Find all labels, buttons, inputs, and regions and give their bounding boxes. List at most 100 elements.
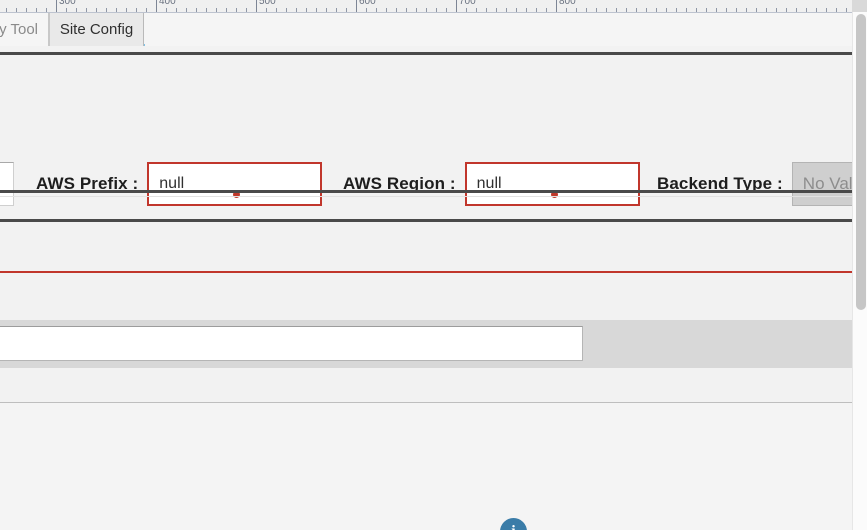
aws-region-label: AWS Region : (343, 174, 456, 193)
ruler-major-tick (156, 0, 157, 12)
ruler-minor-tick (166, 8, 167, 12)
ruler-minor-tick (16, 8, 17, 12)
ruler-minor-tick (596, 8, 597, 12)
ruler-minor-tick (746, 8, 747, 12)
ruler-minor-tick (736, 8, 737, 12)
tab-query-tool[interactable]: y Tool (0, 13, 49, 46)
ruler-minor-tick (366, 8, 367, 12)
ruler-minor-tick (176, 8, 177, 12)
ruler-minor-tick (296, 8, 297, 12)
config-form-row: AWS Prefix : null AWS Region : null Back… (0, 107, 867, 230)
ruler-minor-tick (676, 8, 677, 12)
field-group-aws-prefix: AWS Prefix : null (36, 162, 323, 206)
aws-prefix-value: null (159, 175, 185, 192)
ruler-label: 800 (559, 0, 576, 7)
backend-type-value: No Value (802, 174, 867, 193)
ruler-minor-tick (686, 8, 687, 12)
ruler-minor-tick (536, 8, 537, 12)
field-group-unnamed (0, 162, 14, 206)
separator-mid-1 (0, 190, 852, 193)
ruler-label: 600 (359, 0, 376, 7)
ruler-minor-tick (616, 8, 617, 12)
ruler-minor-tick (96, 8, 97, 12)
ruler-minor-tick (666, 8, 667, 12)
content-area: AWS Prefix : null AWS Region : null Back… (0, 47, 867, 530)
ruler-minor-tick (216, 8, 217, 12)
ruler-minor-tick (426, 8, 427, 12)
unnamed-field-input[interactable] (0, 162, 14, 206)
ruler-minor-tick (546, 8, 547, 12)
tab-bar: y Tool Site Config (0, 13, 852, 46)
ruler-minor-tick (276, 8, 277, 12)
ruler-minor-tick (526, 8, 527, 12)
ruler-minor-tick (336, 8, 337, 12)
info-badge-icon[interactable]: i (500, 518, 527, 530)
tab-site-config[interactable]: Site Config (49, 13, 144, 46)
aws-prefix-label: AWS Prefix : (36, 174, 139, 193)
ruler-minor-tick (726, 8, 727, 12)
ruler-minor-tick (346, 8, 347, 12)
ruler-major-tick (256, 0, 257, 12)
ruler-major-tick (356, 0, 357, 12)
ruler-minor-tick (646, 8, 647, 12)
ruler-label: 500 (259, 0, 276, 7)
tab-site-config-label: Site Config (59, 21, 134, 38)
search-input[interactable] (0, 326, 583, 361)
ruler-minor-tick (46, 8, 47, 12)
vertical-scrollbar[interactable] (852, 12, 867, 530)
field-group-backend-type: Backend Type : No Value (657, 162, 867, 206)
ruler-minor-tick (116, 8, 117, 12)
tab-query-tool-label: y Tool (0, 21, 38, 38)
aws-prefix-input[interactable]: null (147, 162, 323, 206)
ruler-minor-tick (236, 8, 237, 12)
ruler-minor-tick (306, 8, 307, 12)
ruler-minor-tick (626, 8, 627, 12)
ruler-minor-tick (196, 8, 197, 12)
ruler-minor-tick (796, 8, 797, 12)
ruler-minor-tick (136, 8, 137, 12)
ruler-minor-tick (326, 8, 327, 12)
ruler-minor-tick (6, 8, 7, 12)
separator-mid-2 (0, 219, 852, 222)
ruler-major-tick (56, 0, 57, 12)
ruler-minor-tick (66, 8, 67, 12)
ruler-minor-tick (106, 8, 107, 12)
ruler-minor-tick (816, 8, 817, 12)
ruler-minor-tick (146, 8, 147, 12)
ruler-label: 400 (159, 0, 176, 7)
ruler-minor-tick (386, 8, 387, 12)
vertical-scrollbar-thumb[interactable] (856, 14, 866, 310)
ruler-minor-tick (776, 8, 777, 12)
ruler-minor-tick (266, 8, 267, 12)
ruler-minor-tick (696, 8, 697, 12)
ruler-minor-tick (126, 8, 127, 12)
ruler-minor-tick (86, 8, 87, 12)
ruler-minor-tick (36, 8, 37, 12)
aws-region-value: null (476, 175, 502, 192)
ruler-minor-tick (846, 8, 847, 12)
ruler-minor-tick (396, 8, 397, 12)
ruler-major-tick (556, 0, 557, 12)
ruler-minor-tick (836, 8, 837, 12)
backend-type-label: Backend Type : (657, 174, 783, 193)
ruler-minor-tick (506, 8, 507, 12)
ruler-minor-tick (566, 8, 567, 12)
ruler-minor-tick (516, 8, 517, 12)
separator-top (0, 52, 852, 55)
ruler-minor-tick (316, 8, 317, 12)
ruler-minor-tick (766, 8, 767, 12)
ruler-minor-tick (496, 8, 497, 12)
ruler-minor-tick (416, 8, 417, 12)
aws-region-input[interactable]: null (464, 162, 640, 206)
separator-red (0, 271, 852, 273)
ruler-minor-tick (656, 8, 657, 12)
ruler-minor-tick (406, 8, 407, 12)
ruler-minor-tick (786, 8, 787, 12)
ruler-minor-tick (226, 8, 227, 12)
ruler-minor-tick (246, 8, 247, 12)
ruler-minor-tick (716, 8, 717, 12)
ruler-label: 300 (59, 0, 76, 7)
ruler-minor-tick (576, 8, 577, 12)
ruler-minor-tick (586, 8, 587, 12)
